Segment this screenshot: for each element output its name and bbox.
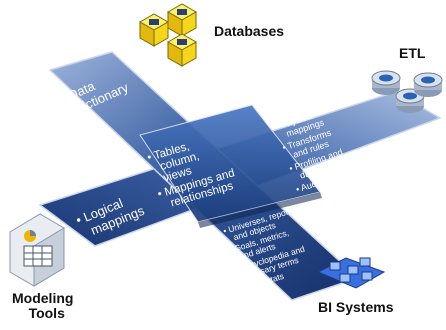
center-shadow	[198, 192, 322, 228]
modeling-tools-label: Modeling Tools	[12, 291, 73, 321]
bi-systems-label: BI Systems	[318, 299, 394, 315]
bi-systems-icon	[316, 257, 386, 289]
etl-label: ETL	[399, 45, 426, 61]
modeling-document-icon	[9, 213, 65, 287]
modeling-tools-line-2: Tools	[28, 305, 65, 321]
modeling-tools-line-1: Modeling	[12, 290, 74, 306]
databases-label: Databases	[214, 23, 285, 39]
database-icon	[138, 3, 198, 67]
etl-drum-icon	[371, 70, 443, 113]
